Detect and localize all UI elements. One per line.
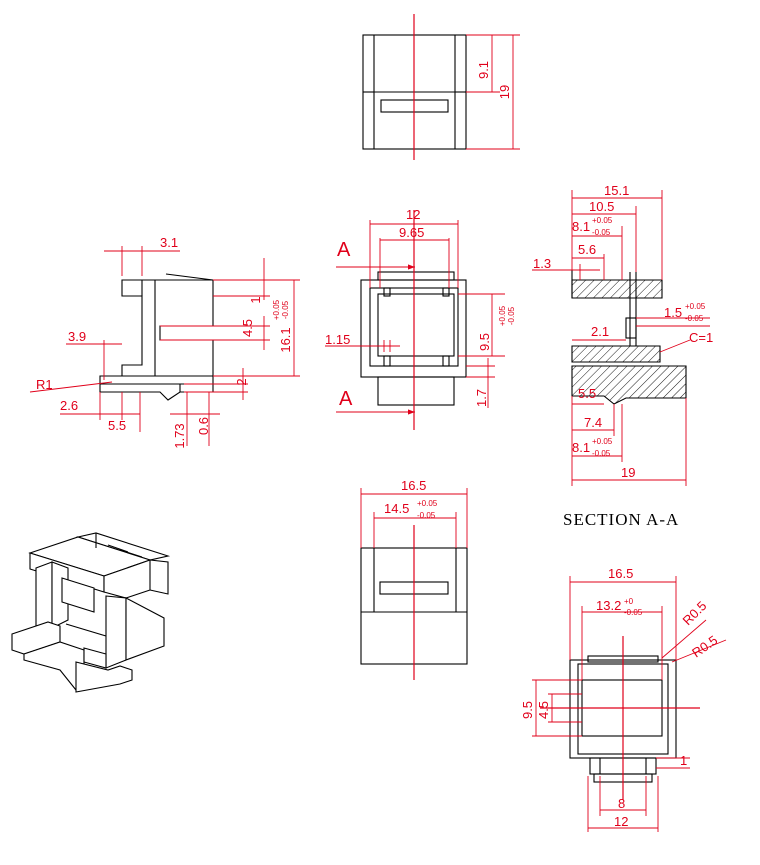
sec-dim-5-5: 5.5 — [578, 386, 596, 401]
side-dim-1-73: 1.73 — [172, 423, 187, 448]
rear-dim-16-5: 16.5 — [608, 566, 633, 581]
sec-dim-2-1: 2.1 — [591, 324, 609, 339]
sec-tol-minus-mid: -0.05 — [685, 314, 704, 323]
side-view: 3.1 1 4.5 16.1 +0.05 -0.05 3.9 2 R1 2.6 … — [29, 235, 300, 449]
sec-tol-minus-top: -0.05 — [592, 228, 611, 237]
bottom-dim-16-5: 16.5 — [401, 478, 426, 493]
front-dim-12: 12 — [406, 207, 420, 222]
side-dim-2: 2 — [234, 378, 249, 385]
rear-dim-13-2: 13.2 — [596, 598, 621, 613]
side-dim-3-1: 3.1 — [160, 235, 178, 250]
section-letter-bottom: A — [339, 388, 353, 410]
bottom-tol-plus: +0.05 — [417, 499, 438, 508]
side-view-body — [121, 279, 214, 377]
side-dim-16-1: 16.1 — [278, 327, 293, 352]
side-tol-plus: +0.05 — [272, 299, 281, 320]
side-tol-minus: -0.05 — [281, 300, 290, 319]
front-dim-9-5: 9.5 — [477, 333, 492, 351]
side-dim-4-5: 4.5 — [240, 319, 255, 337]
side-dim-0-6: 0.6 — [196, 417, 211, 435]
rear-tol-minus: -0.05 — [624, 608, 643, 617]
rear-view: 16.5 13.2 +0 -0.05 R0.5 R0.5 9.5 4.5 1 8… — [520, 566, 727, 832]
front-dim-1-7: 1.7 — [474, 389, 489, 407]
section-letter-top: A — [337, 239, 351, 261]
front-tol-minus: -0.05 — [507, 306, 516, 325]
keystone-coupler-isometric-icon — [11, 532, 171, 693]
sec-dim-7-4: 7.4 — [584, 415, 602, 430]
front-view: A A 12 9.65 1.15 9.5 +0.05 -0.05 1.7 — [325, 207, 516, 430]
bottom-tol-minus: -0.05 — [417, 511, 436, 520]
sec-dim-19: 19 — [621, 465, 635, 480]
top-view: 9.1 19 — [362, 14, 520, 160]
sec-tol-plus-bottom: +0.05 — [592, 437, 613, 446]
front-dim-1-15: 1.15 — [325, 332, 350, 347]
rear-dim-12: 12 — [614, 814, 628, 829]
rear-dim-r0-5-a: R0.5 — [680, 598, 710, 628]
sec-dim-c1: C=1 — [689, 330, 713, 345]
sec-dim-5-6: 5.6 — [578, 242, 596, 257]
rear-dim-1: 1 — [680, 753, 687, 768]
rear-dim-8: 8 — [618, 796, 625, 811]
side-dim-1: 1 — [248, 296, 263, 303]
rear-dim-4-5: 4.5 — [536, 701, 551, 719]
front-tol-plus: +0.05 — [498, 305, 507, 326]
sec-dim-8-1-top: 8.1 — [572, 219, 590, 234]
sec-tol-plus-top: +0.05 — [592, 216, 613, 225]
bottom-dim-14-5: 14.5 — [384, 501, 409, 516]
sec-dim-10-5: 10.5 — [589, 199, 614, 214]
top-dim-9-1: 9.1 — [476, 61, 491, 79]
sec-tol-minus-bottom: -0.05 — [592, 449, 611, 458]
top-dim-19: 19 — [497, 85, 512, 99]
bottom-view: 16.5 14.5 +0.05 -0.05 — [360, 478, 468, 680]
sec-dim-8-1-bottom: 8.1 — [572, 440, 590, 455]
rear-dim-r0-5-b: R0.5 — [689, 632, 720, 660]
sec-dim-1-3: 1.3 — [533, 256, 551, 271]
side-dim-5-5: 5.5 — [108, 418, 126, 433]
side-dim-r1: R1 — [36, 377, 53, 392]
sec-tol-plus-mid: +0.05 — [685, 302, 706, 311]
sec-dim-15-1: 15.1 — [604, 183, 629, 198]
section-title: SECTION A-A — [563, 510, 679, 529]
rear-dim-9-5: 9.5 — [520, 701, 535, 719]
side-dim-3-9: 3.9 — [68, 329, 86, 344]
section-view: 15.1 10.5 8.1 +0.05 -0.05 5.6 1.3 1.5 +0… — [532, 183, 713, 529]
section-upper-wall — [571, 279, 663, 299]
side-dim-2-6: 2.6 — [60, 398, 78, 413]
rear-tol-plus: +0 — [624, 597, 634, 606]
sec-dim-1-5: 1.5 — [664, 305, 682, 320]
front-dim-9-65: 9.65 — [399, 225, 424, 240]
section-lower-wall — [571, 365, 687, 405]
